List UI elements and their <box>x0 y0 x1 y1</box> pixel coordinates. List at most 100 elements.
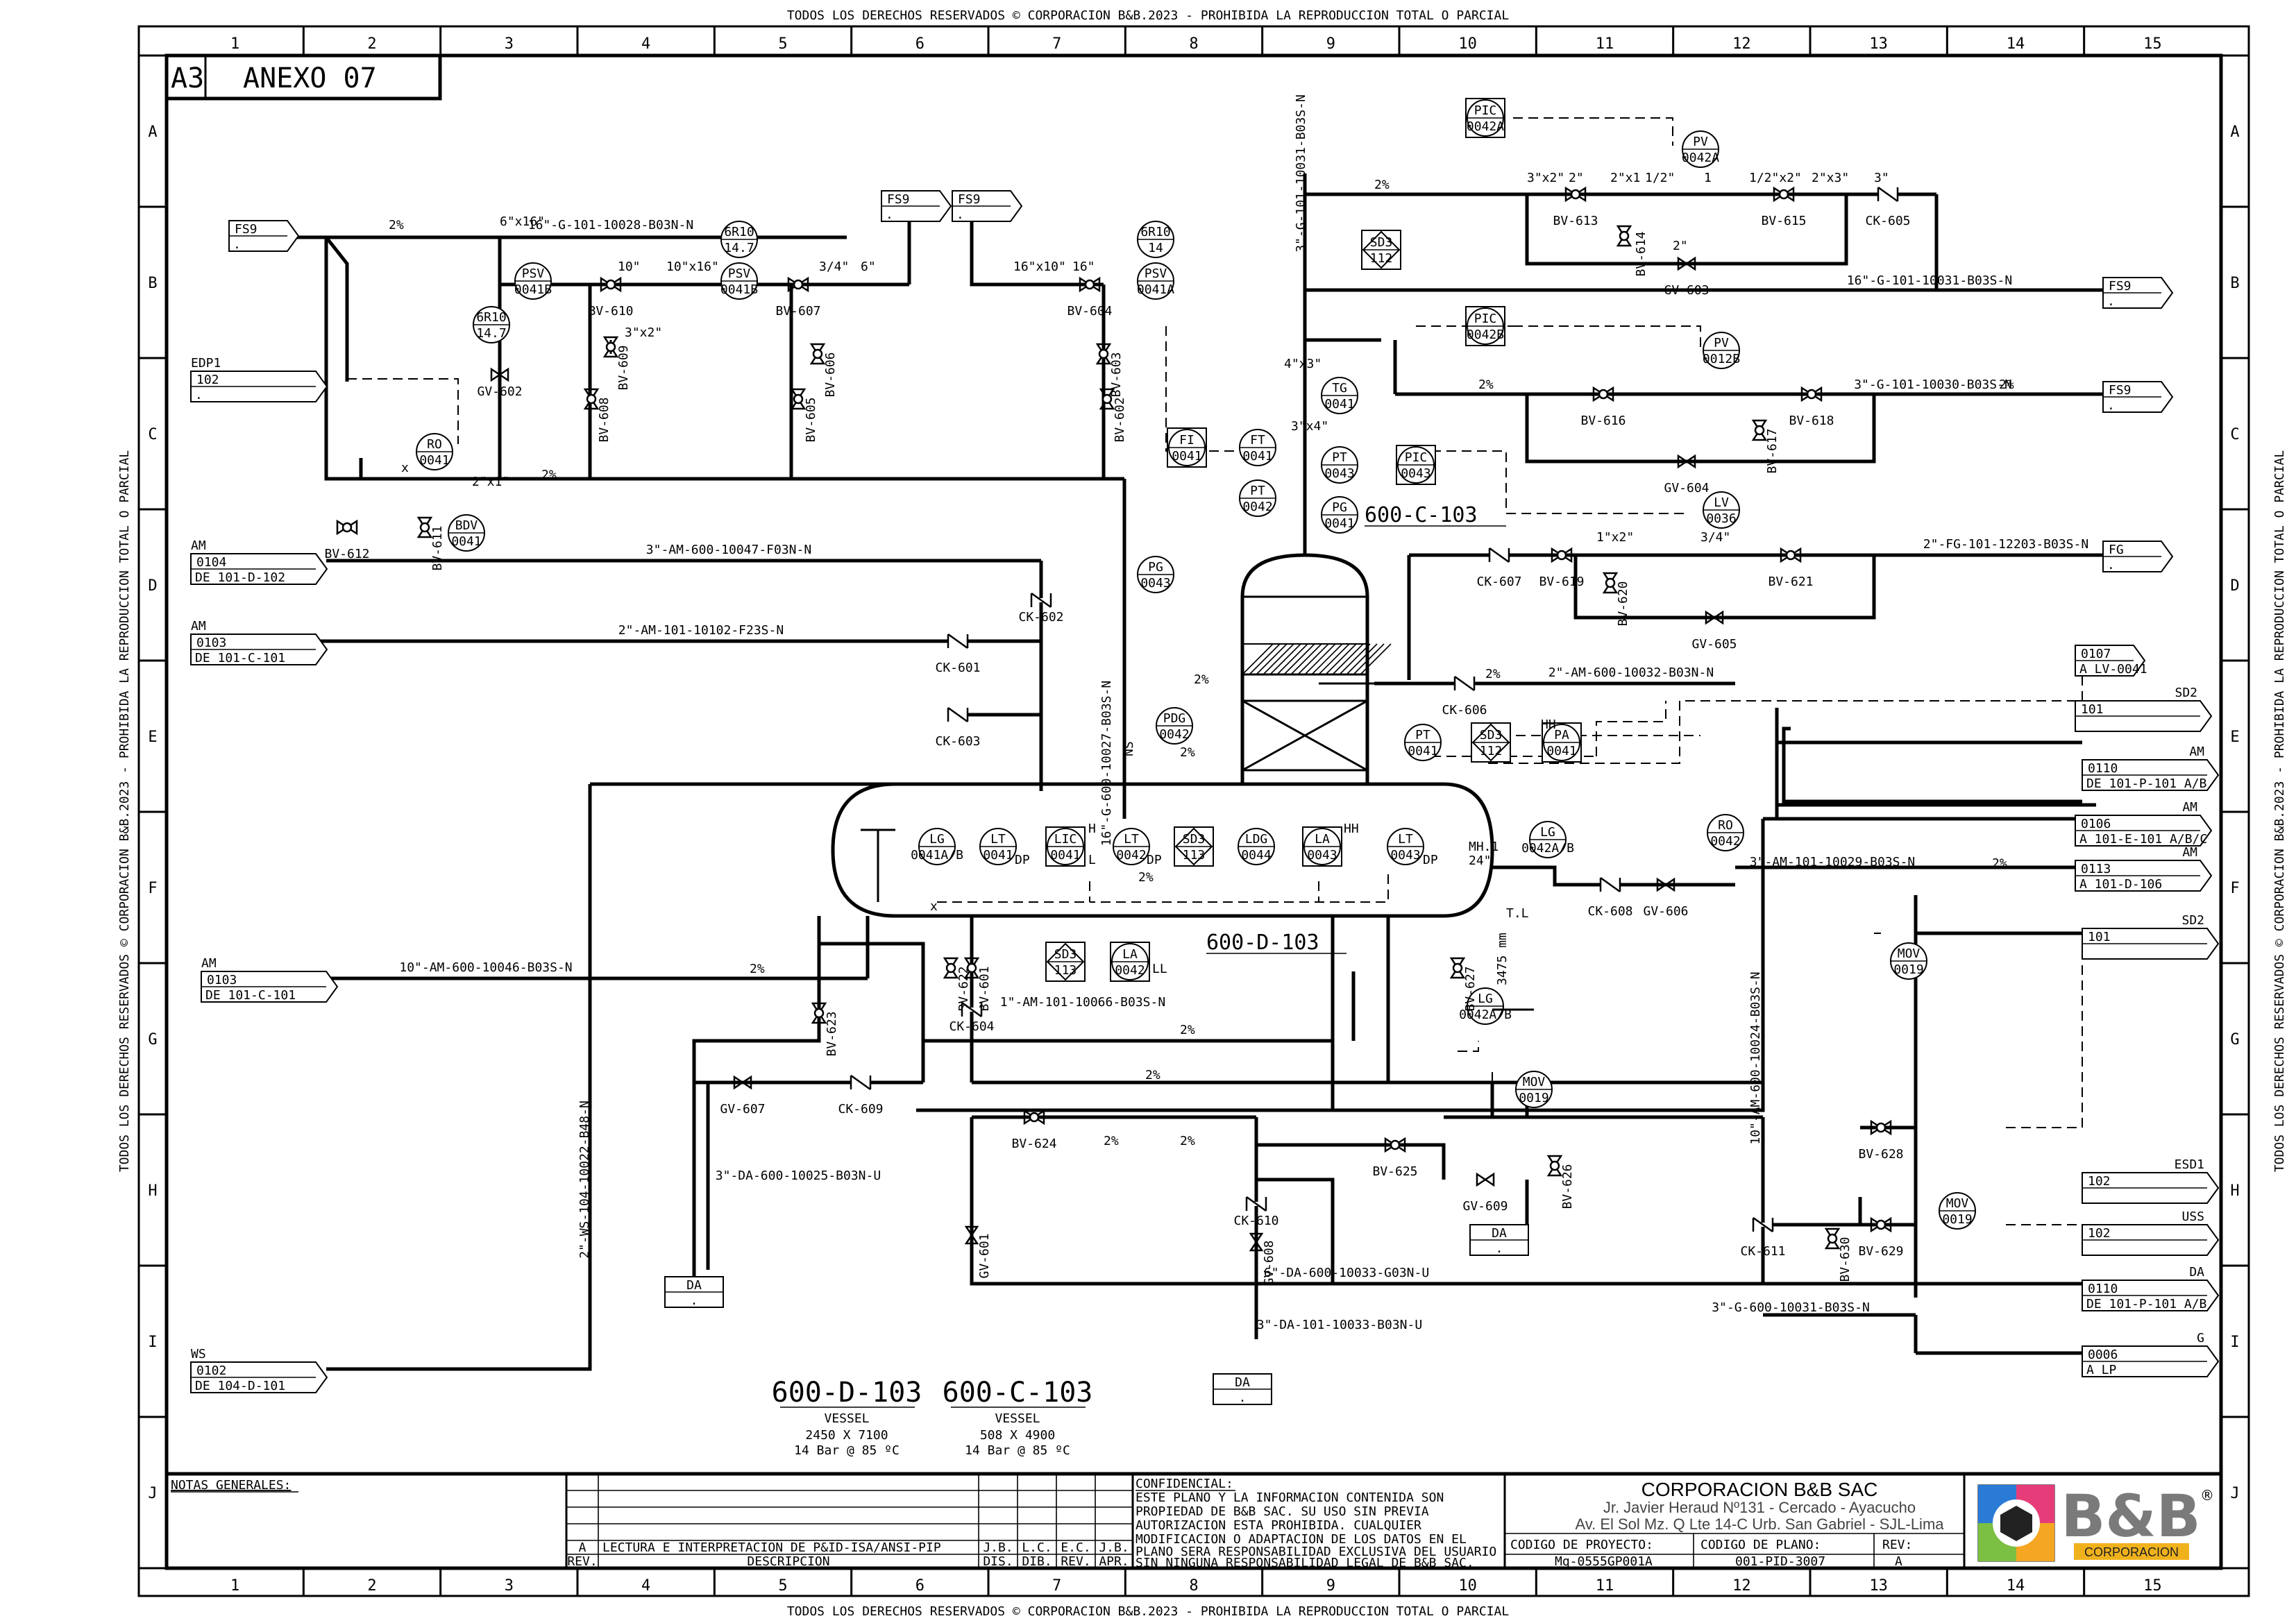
valve-ck-604[interactable]: CK-604 <box>949 1003 995 1034</box>
valve-bv-607[interactable]: BV-607 <box>775 277 821 318</box>
valve-bv-624[interactable]: BV-624 <box>1011 1110 1057 1151</box>
valve-bv-625[interactable]: BV-625 <box>1372 1137 1418 1179</box>
valve-bv-609[interactable]: BV-609 <box>603 336 631 391</box>
valve-bv-605[interactable]: BV-605 <box>791 388 818 443</box>
valve-bv-614[interactable]: BV-614 <box>1617 225 1648 277</box>
valve-bv-610[interactable]: BV-610 <box>588 277 634 318</box>
offpage-da-2[interactable]: DA. <box>1469 1224 1529 1256</box>
valve-bv-608[interactable]: BV-608 <box>584 388 611 443</box>
valve-ck-602[interactable]: CK-602 <box>1018 593 1064 624</box>
valve-bv-603[interactable]: BV-603 <box>1096 343 1124 398</box>
valve-ck-610[interactable]: CK-610 <box>1233 1197 1279 1228</box>
valve-bv-615[interactable]: BV-615 <box>1761 187 1807 228</box>
offpage-fs9-r1[interactable]: FS9. <box>2102 277 2174 309</box>
valve-bv-606[interactable]: BV-606 <box>810 343 838 398</box>
valve-gv-603[interactable]: GV-603 <box>1664 257 1710 298</box>
offpage-da-3[interactable]: DA. <box>1213 1373 1272 1405</box>
valve-ck-607[interactable]: CK-607 <box>1476 548 1522 589</box>
valve-ck-603[interactable]: CK-603 <box>935 708 981 749</box>
valve-bv-623[interactable]: BV-623 <box>811 1002 839 1057</box>
offpage-da-1[interactable]: DA. <box>664 1276 724 1308</box>
valve-bv-616[interactable]: BV-616 <box>1580 386 1626 428</box>
offpage-fg-r[interactable]: FG. <box>2102 541 2174 572</box>
valve-bv-619[interactable]: BV-619 <box>1539 547 1585 589</box>
valve-gv-604[interactable]: GV-604 <box>1664 454 1710 495</box>
valve-ck-608[interactable]: CK-608 <box>1587 878 1633 919</box>
valve-ck-609[interactable]: CK-609 <box>838 1076 884 1116</box>
valve-gv-602[interactable]: GV-602 <box>477 368 523 399</box>
valve-bv-601[interactable]: BV-601 <box>964 957 992 1012</box>
valve-ck-606[interactable]: CK-606 <box>1442 677 1487 717</box>
valve-bv-630[interactable]: BV-630 <box>1825 1227 1852 1282</box>
valve-bv-611[interactable]: BV-611 <box>417 516 445 571</box>
offpage-fs9-r2[interactable]: FS9. <box>2102 381 2174 413</box>
offpage-fs9-b[interactable]: FS9. <box>952 190 1023 222</box>
valve-bv-626[interactable]: BV-626 <box>1547 1155 1575 1209</box>
valve-ck-611[interactable]: CK-611 <box>1740 1218 1786 1259</box>
valve-ck-605[interactable]: CK-605 <box>1865 187 1911 228</box>
valve-bv-604[interactable]: BV-604 <box>1067 277 1113 318</box>
valve-bv-612[interactable]: BV-612 <box>324 520 370 561</box>
valve-ck-601[interactable]: CK-601 <box>935 634 981 675</box>
valve-bv-613[interactable]: BV-613 <box>1553 187 1598 228</box>
valve-gv-605[interactable]: GV-605 <box>1691 611 1737 652</box>
valve-bv-621[interactable]: BV-621 <box>1768 547 1814 589</box>
valve-gv-609[interactable]: GV-609 <box>1462 1173 1508 1214</box>
valve-bv-627[interactable]: BV-627 <box>1450 957 1478 1012</box>
valve-bv-629[interactable]: BV-629 <box>1858 1217 1904 1259</box>
valve-gv-608[interactable]: GV-608 <box>1249 1232 1276 1286</box>
